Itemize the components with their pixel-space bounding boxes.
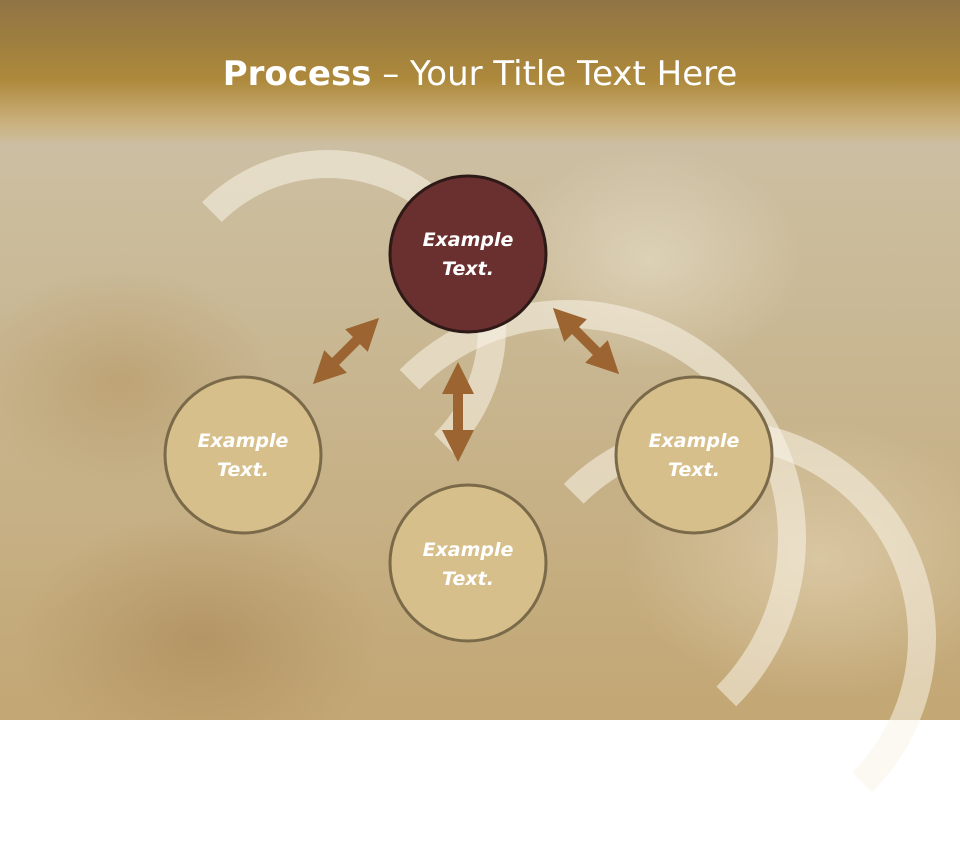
- node-right-circle: [614, 375, 774, 535]
- node-right-line2: Text.: [668, 459, 720, 481]
- node-bottom: Example Text.: [388, 483, 548, 643]
- slide-title: Process – Your Title Text Here: [0, 52, 960, 96]
- node-left-line2: Text.: [217, 459, 269, 481]
- arrow-top-right: [552, 307, 620, 375]
- node-bottom-circle: [388, 483, 548, 643]
- process-diagram: Example Text. Example Text. Example Text…: [163, 174, 774, 643]
- node-top: Example Text.: [388, 174, 548, 334]
- node-bottom-line1: Example: [423, 539, 514, 561]
- node-left-circle: [163, 375, 323, 535]
- node-top-line1: Example: [423, 229, 514, 251]
- title-bold: Process: [222, 54, 372, 94]
- node-right-line1: Example: [649, 430, 740, 452]
- arrow-top-left: [312, 317, 380, 385]
- title-banner: [0, 0, 960, 145]
- node-left: Example Text.: [163, 375, 323, 535]
- node-left-line1: Example: [198, 430, 289, 452]
- title-rest: – Your Title Text Here: [371, 54, 738, 94]
- node-top-circle: [388, 174, 548, 334]
- node-bottom-line2: Text.: [442, 568, 494, 590]
- node-top-line2: Text.: [442, 258, 494, 280]
- node-right: Example Text.: [614, 375, 774, 535]
